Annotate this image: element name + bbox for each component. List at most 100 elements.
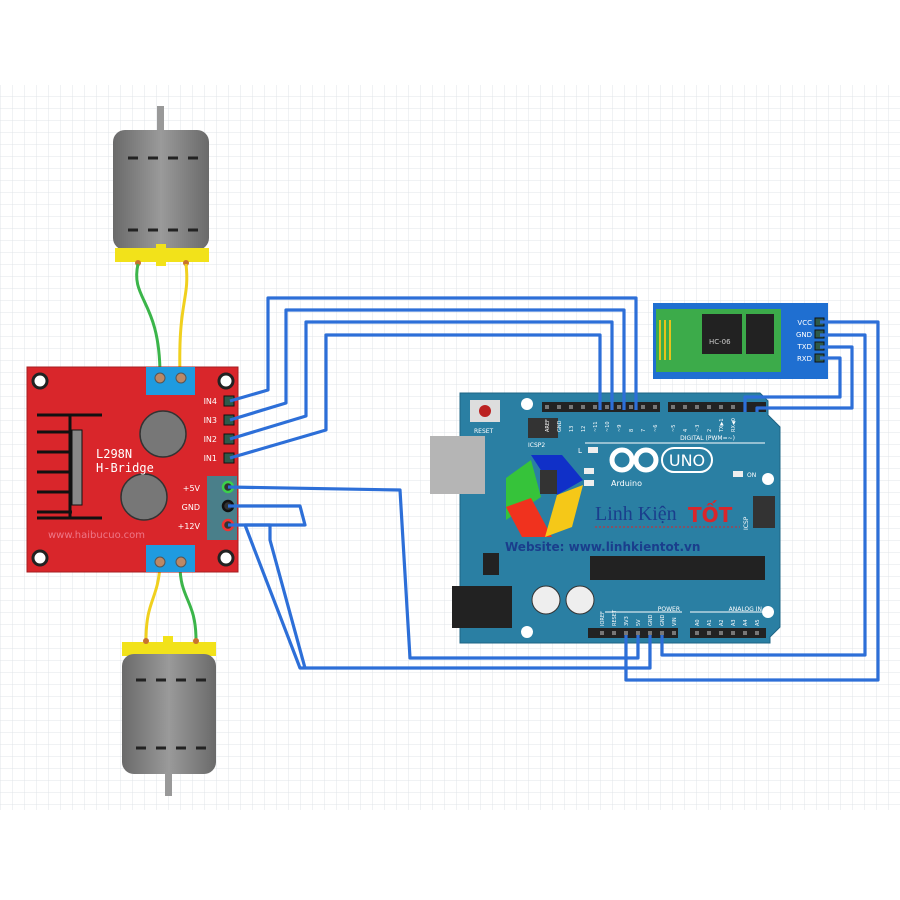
header-pin[interactable]: [593, 405, 597, 409]
wire-in3-pin10[interactable]: [229, 308, 626, 422]
header-pin[interactable]: [707, 631, 711, 635]
digital-pin-label: 4: [683, 429, 689, 432]
hc06-label-txd: TXD: [797, 343, 812, 351]
header-pin[interactable]: [695, 631, 699, 635]
analog-pin-label: A4: [743, 619, 749, 626]
header-pin[interactable]: [653, 405, 657, 409]
arduino-brand: Arduino: [611, 479, 642, 488]
header-pin[interactable]: [557, 405, 561, 409]
analog-pin-label: A3: [731, 619, 737, 626]
hc06-chip-label: HC-06: [709, 338, 731, 346]
board-subtitle: H-Bridge: [96, 461, 154, 475]
header-pin[interactable]: [719, 631, 723, 635]
digital-pin-label: ~9: [617, 425, 623, 432]
power-pin-label: 3V3: [624, 616, 630, 626]
icsp-label: ICSP: [743, 516, 750, 530]
power-pin-label: IOREF: [600, 611, 606, 626]
header-pin[interactable]: [569, 405, 573, 409]
dc-motor-top[interactable]: [113, 106, 209, 376]
digital-pin-label: 12: [581, 426, 587, 432]
header-pin[interactable]: [624, 631, 628, 635]
header-pin[interactable]: [617, 405, 621, 409]
header-pin[interactable]: [755, 631, 759, 635]
label-in1: IN1: [204, 454, 217, 463]
hc06-label-vcc: VCC: [797, 319, 812, 327]
header-pin[interactable]: [612, 631, 616, 635]
board-watermark: www.haibucuo.com: [48, 530, 145, 541]
hc06-label-gnd: GND: [796, 331, 812, 339]
digital-header-right: [668, 402, 766, 412]
header-pin[interactable]: [707, 405, 711, 409]
logo-name-text: Linh Kiện: [595, 503, 677, 525]
label-in3: IN3: [204, 416, 217, 425]
analog-pin-label: A1: [707, 619, 713, 626]
heatsink-icon: [37, 413, 102, 520]
motor-terminal-bottom: [146, 545, 195, 572]
digital-label: DIGITAL (PWM=~): [680, 435, 735, 442]
header-pin[interactable]: [605, 405, 609, 409]
dc-motor-bottom[interactable]: [122, 564, 216, 796]
header-pin[interactable]: [545, 405, 549, 409]
header-pin[interactable]: [719, 405, 723, 409]
wires: [227, 296, 880, 682]
website-text: Website: www.linhkientot.vn: [505, 540, 700, 554]
wire-12v[interactable]: [228, 523, 307, 669]
power-pin-label: GND: [660, 614, 666, 626]
digital-pin-label: ~6: [653, 425, 659, 432]
digital-pin-label: ~10: [605, 421, 611, 432]
header-pin[interactable]: [636, 631, 640, 635]
wire-hc06-rxd[interactable]: [743, 356, 842, 412]
wire-in2-pin11[interactable]: [229, 320, 614, 441]
usb-port: [430, 436, 485, 494]
header-pin[interactable]: [743, 631, 747, 635]
digital-pin-label: GND: [557, 420, 563, 432]
header-pin[interactable]: [683, 405, 687, 409]
header-pin[interactable]: [672, 631, 676, 635]
header-pin[interactable]: [695, 405, 699, 409]
wire-in1-pin12[interactable]: [229, 333, 602, 460]
wire-hc06-txd[interactable]: [755, 345, 854, 412]
digital-pin-label: 7: [641, 429, 647, 432]
l298n-board[interactable]: L298N H-Bridge www.haibucuo.com IN4IN3IN…: [26, 366, 239, 573]
header-pin[interactable]: [641, 405, 645, 409]
microcontroller-chip: [590, 556, 765, 580]
header-pin[interactable]: [731, 405, 735, 409]
arduino-infinity-logo: [609, 447, 659, 473]
header-pin[interactable]: [731, 631, 735, 635]
wire-in4-pin9[interactable]: [229, 296, 638, 410]
label-gnd: GND: [182, 503, 200, 512]
wire-hc06-gnd[interactable]: [660, 333, 867, 657]
header-pin[interactable]: [629, 405, 633, 409]
digital-pin-label: AREF: [545, 419, 551, 432]
on-label: ON: [747, 472, 756, 479]
analog-pin-label: A0: [695, 619, 701, 626]
analog-label: ANALOG IN: [729, 606, 762, 613]
power-label: POWER: [658, 606, 680, 613]
header-pin[interactable]: [660, 631, 664, 635]
wire-hc06-vcc[interactable]: [624, 320, 880, 682]
header-pin[interactable]: [648, 631, 652, 635]
linhkientot-watermark: TỐT Linh Kiện Website: www.linhkientot.v…: [505, 455, 740, 554]
dc-jack: [452, 586, 512, 628]
digital-pin-label: 2: [707, 429, 713, 432]
digital-pin-label: RX◀0: [731, 418, 737, 432]
board-title: L298N: [96, 447, 132, 461]
header-pin[interactable]: [581, 405, 585, 409]
antenna-icon: [659, 320, 671, 360]
power-pin-label: RESET: [612, 609, 618, 626]
analog-pin-label: A2: [719, 619, 725, 626]
led-l-label: L: [578, 447, 582, 455]
digital-pin-label: TX▶1: [719, 418, 725, 433]
reset-label: RESET: [474, 428, 494, 435]
analog-header: [690, 628, 766, 638]
header-pin[interactable]: [671, 405, 675, 409]
digital-pin-label: 8: [629, 429, 635, 432]
wire-5v[interactable]: [227, 485, 640, 660]
digital-pin-label: ~11: [593, 421, 599, 432]
power-pin-label: GND: [648, 614, 654, 626]
header-pin[interactable]: [600, 631, 604, 635]
label-5v: +5V: [183, 484, 201, 493]
